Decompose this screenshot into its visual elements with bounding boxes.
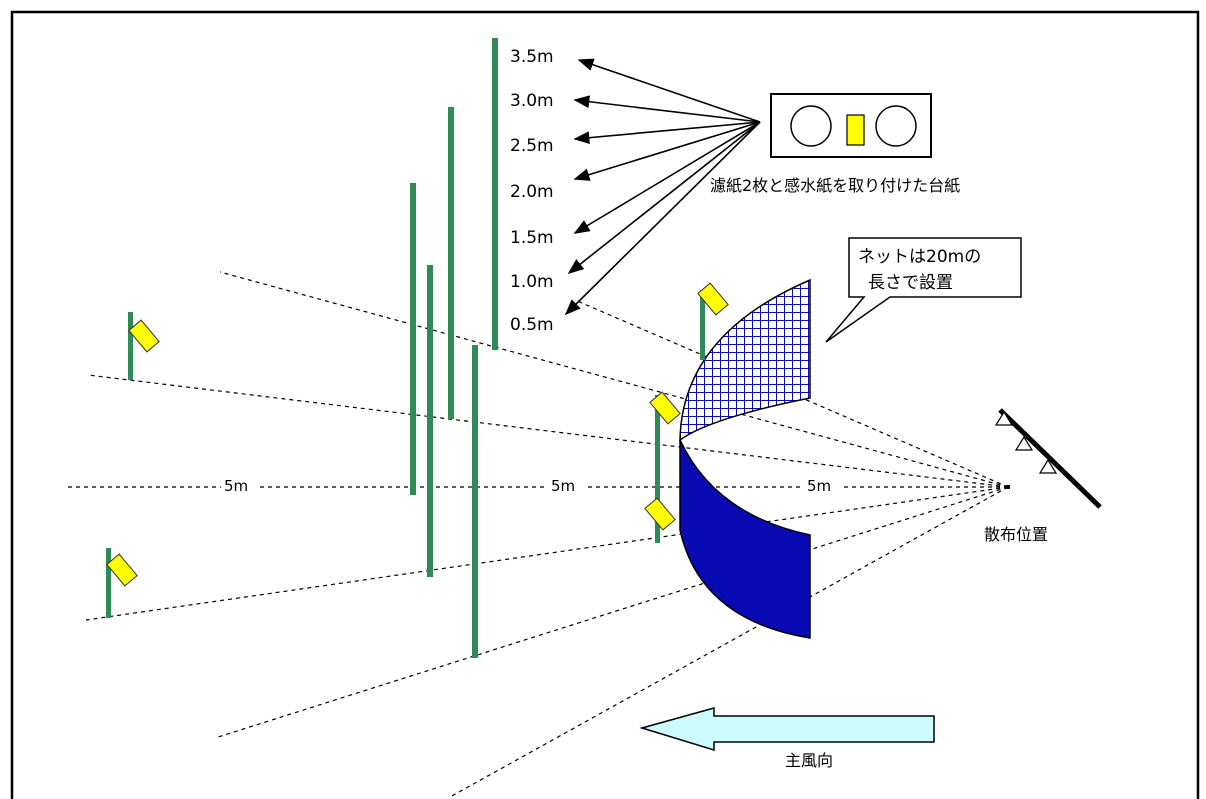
pole-tall-3: [448, 107, 454, 419]
card-far-left-upper: [128, 319, 160, 353]
card-net-top: [697, 282, 729, 316]
pole-tall-5: [492, 38, 498, 350]
height-label-3.5: 3.5m: [510, 47, 554, 67]
nozzle-2: [1014, 435, 1034, 451]
height-label-1.0: 1.0m: [510, 272, 554, 292]
height-label-3.0: 3.0m: [510, 91, 554, 111]
net-solid-section: [679, 439, 811, 639]
filter-paper-circle-right: [875, 105, 917, 147]
pole-tall-2: [427, 265, 433, 577]
pole-far-left-upper: [128, 312, 133, 380]
spray-point: [1006, 485, 1010, 489]
sample-card-illustration: [770, 93, 932, 158]
height-labels: 3.5m 3.0m 2.5m 2.0m 1.5m 1.0m 0.5m: [510, 47, 554, 335]
wind-arrow: [639, 707, 935, 752]
diagram-frame: [10, 10, 1200, 799]
height-label-2.5: 2.5m: [510, 136, 554, 156]
height-label-0.5: 0.5m: [510, 315, 554, 335]
distance-label-3: 5m: [807, 477, 831, 495]
pole-net-middle: [655, 395, 660, 543]
spray-label: 散布位置: [984, 525, 1048, 544]
callout-bubble: [825, 237, 1022, 343]
poles: [106, 38, 705, 658]
card-net-middle: [649, 391, 681, 425]
pole-tall-4: [472, 345, 478, 658]
nozzle-1: [994, 410, 1014, 426]
pole-tall-1: [410, 183, 416, 495]
card-far-left-lower: [106, 553, 138, 587]
wind-label: 主風向: [785, 751, 833, 770]
callout-line-2: 長さで設置: [868, 273, 953, 293]
spray-position: [994, 408, 1102, 509]
nozzle-3: [1038, 458, 1058, 474]
net-mesh-section: [679, 278, 811, 442]
distance-labels: 5m 5m 5m: [221, 474, 840, 495]
distance-label-2: 5m: [551, 477, 575, 495]
distance-label-1: 5m: [224, 477, 248, 495]
net-callout: ネットは20mの 長さで設置: [825, 237, 1022, 343]
sample-cards: [106, 282, 729, 587]
pole-net-top: [700, 290, 705, 360]
height-arrows: [564, 58, 761, 316]
spray-boom: [998, 408, 1102, 509]
height-label-1.5: 1.5m: [510, 228, 554, 248]
water-sensitive-paper: [846, 114, 865, 146]
height-label-2.0: 2.0m: [510, 182, 554, 202]
callout-line-1: ネットは20mの: [858, 247, 981, 267]
card-caption: 濾紙2枚と感水紙を取り付けた台紙: [710, 176, 960, 195]
pole-far-left-lower: [106, 548, 111, 618]
filter-paper-circle-left: [790, 105, 832, 147]
card-net-lower: [644, 497, 676, 531]
